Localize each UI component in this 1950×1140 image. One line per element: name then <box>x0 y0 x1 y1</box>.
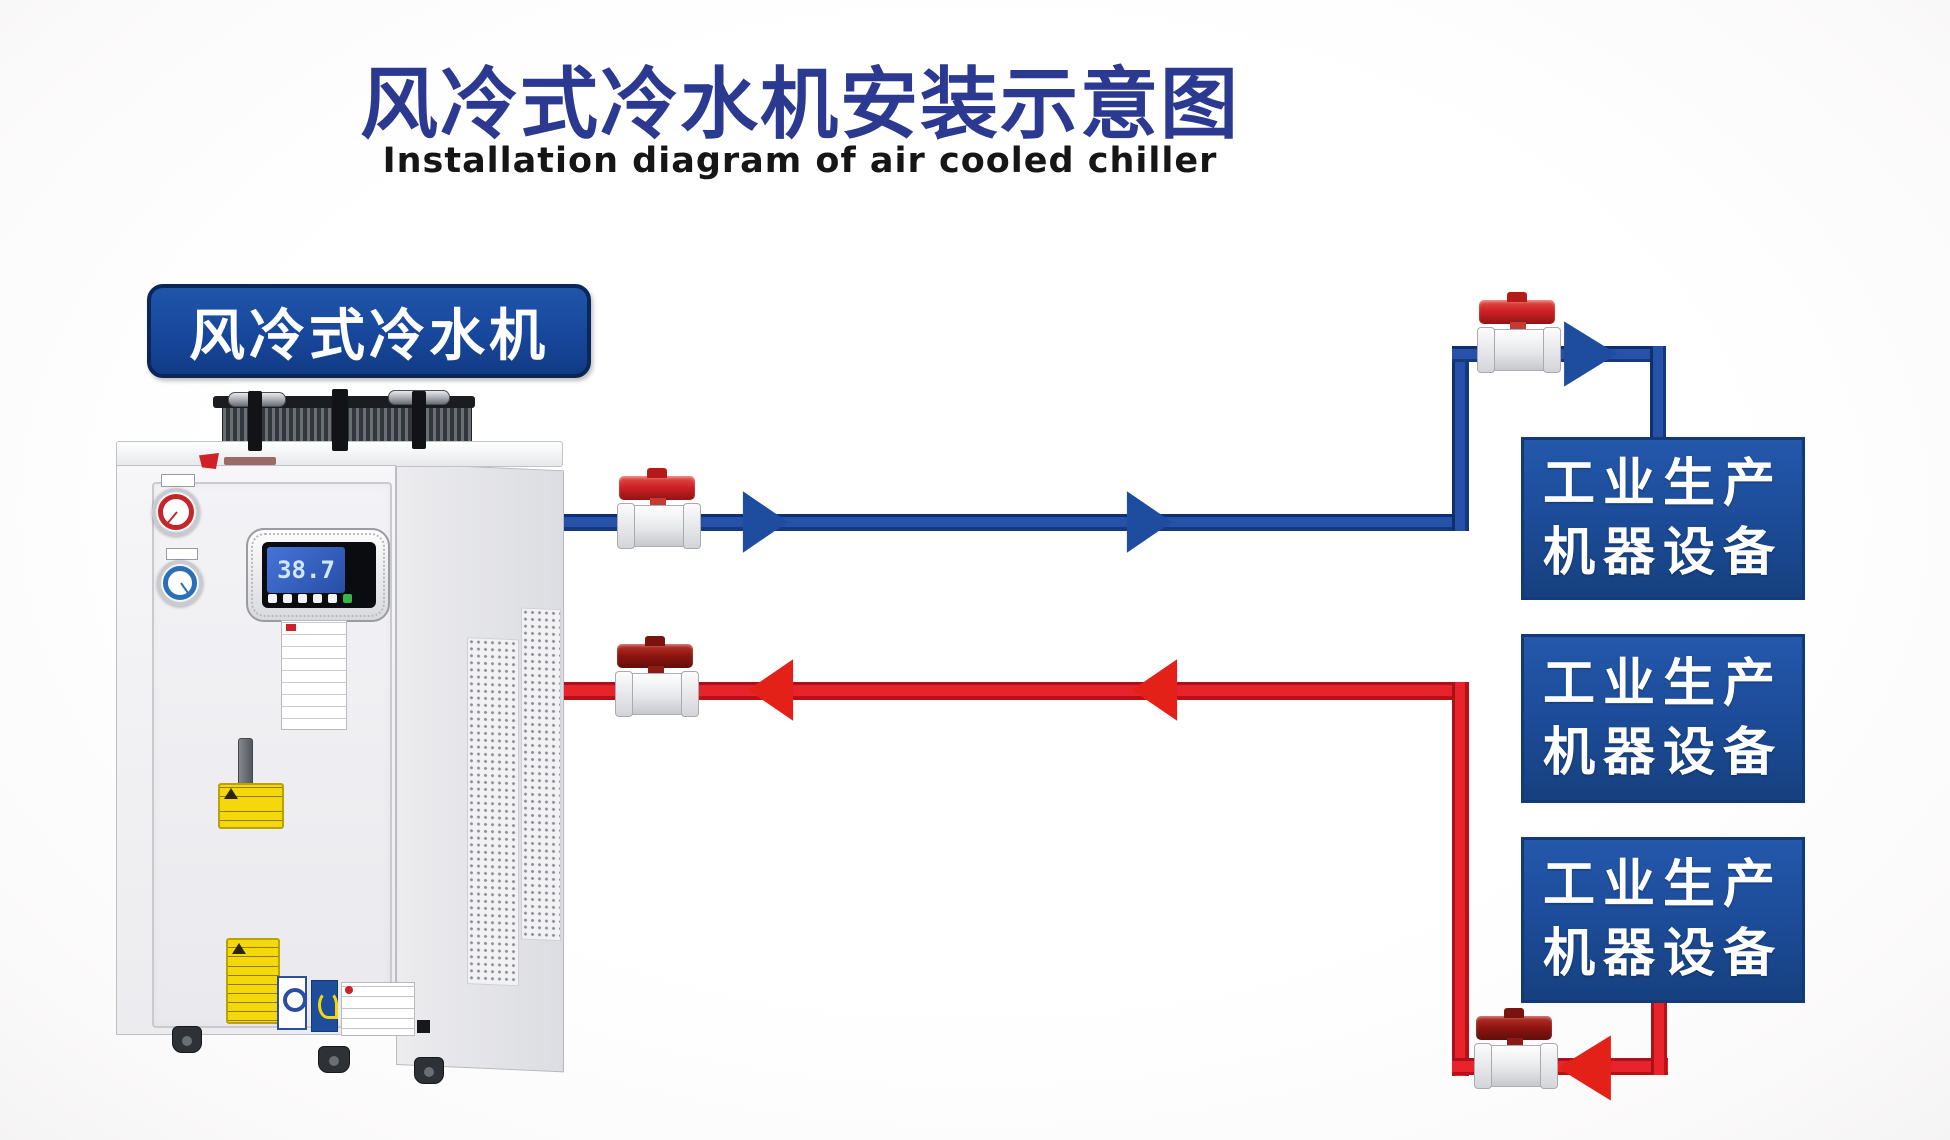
valve-handle <box>1476 1016 1552 1040</box>
certification-sticker <box>311 980 338 1032</box>
controller-screen: 38.7 <box>262 542 376 608</box>
ball-valve-icon <box>1477 300 1561 373</box>
lcd-display: 38.7 <box>267 547 345 593</box>
return-flow-arrow-icon <box>1132 659 1178 721</box>
valve-stem <box>648 666 664 675</box>
supply-pipe-drop <box>1650 346 1666 441</box>
page-title: 风冷式冷水机安装示意图 <box>359 60 1240 150</box>
controller-button <box>283 594 292 603</box>
controller-button <box>268 594 277 603</box>
chiller-side-panel <box>396 463 564 1073</box>
low-pressure-gauge <box>157 560 203 606</box>
supply-flow-arrow-icon <box>1564 321 1617 387</box>
warning-sticker <box>218 783 284 829</box>
equipment-box: 工业生产 机器设备 <box>1521 837 1805 1003</box>
supply-pipe-riser <box>1452 346 1469 531</box>
lcd-value: 38.7 <box>277 556 335 584</box>
page-subtitle: Installation diagram of air cooled chill… <box>382 141 1218 181</box>
equipment-box-line2: 机器设备 <box>1542 722 1783 783</box>
gauge-ring <box>158 494 194 530</box>
chiller-label-badge: 风冷式冷水机 <box>147 284 591 378</box>
nameplate-sticker <box>341 982 430 1036</box>
valve-body <box>1474 1043 1558 1089</box>
brand-logo-icon <box>199 453 219 469</box>
controller-button <box>343 594 352 603</box>
side-vent-grille <box>467 637 519 987</box>
return-flow-arrow-icon <box>748 659 794 721</box>
certification-sticker <box>277 976 307 1030</box>
side-vent-grille <box>521 607 561 942</box>
controller-button <box>313 594 322 603</box>
ball-valve-icon <box>1474 1016 1558 1089</box>
gauge-label <box>166 548 198 560</box>
valve-body <box>615 671 699 717</box>
caster-wheel <box>318 1046 350 1073</box>
spec-sticker <box>281 620 347 730</box>
condenser-post <box>332 389 348 451</box>
gauge-label <box>161 474 195 487</box>
caster-wheel <box>172 1026 202 1053</box>
return-flow-arrow-icon <box>1558 1035 1611 1101</box>
supply-flow-arrow-icon <box>1126 491 1172 553</box>
equipment-box-line2: 机器设备 <box>1542 522 1783 583</box>
valve-body <box>617 503 701 549</box>
caster-wheel <box>414 1057 444 1084</box>
supply-flow-arrow-icon <box>742 491 788 553</box>
ball-valve-icon <box>617 476 701 549</box>
supply-pipe-main <box>560 514 1468 531</box>
gauge-ring <box>163 566 197 600</box>
equipment-box-line2: 机器设备 <box>1542 924 1783 984</box>
equipment-box: 工业生产 机器设备 <box>1521 634 1805 803</box>
valve-handle <box>619 476 695 500</box>
warning-sticker <box>226 938 280 1024</box>
ball-valve-icon <box>615 644 699 717</box>
equipment-box: 工业生产 机器设备 <box>1521 437 1805 600</box>
equipment-box-line1: 工业生产 <box>1542 453 1783 514</box>
valve-handle <box>617 644 693 668</box>
valve-stem <box>1507 1038 1523 1047</box>
return-pipe-downcomer <box>1452 682 1469 1076</box>
controller-buttons <box>268 594 352 603</box>
valve-handle <box>1479 300 1555 324</box>
equipment-box-line1: 工业生产 <box>1542 653 1783 714</box>
condenser-post <box>412 391 426 449</box>
controller-button <box>298 594 307 603</box>
valve-stem <box>1510 322 1526 331</box>
controller-button <box>328 594 337 603</box>
valve-stem <box>650 498 666 507</box>
temperature-controller: 38.7 <box>246 528 390 622</box>
high-pressure-gauge <box>152 488 200 536</box>
chiller-label-text: 风冷式冷水机 <box>189 303 549 369</box>
condenser-post <box>248 391 262 451</box>
brand-logo-text <box>224 457 276 465</box>
valve-body <box>1477 327 1561 373</box>
return-pipe-riser <box>1651 1003 1667 1075</box>
equipment-box-line1: 工业生产 <box>1542 855 1783 916</box>
door-handle <box>238 738 253 786</box>
